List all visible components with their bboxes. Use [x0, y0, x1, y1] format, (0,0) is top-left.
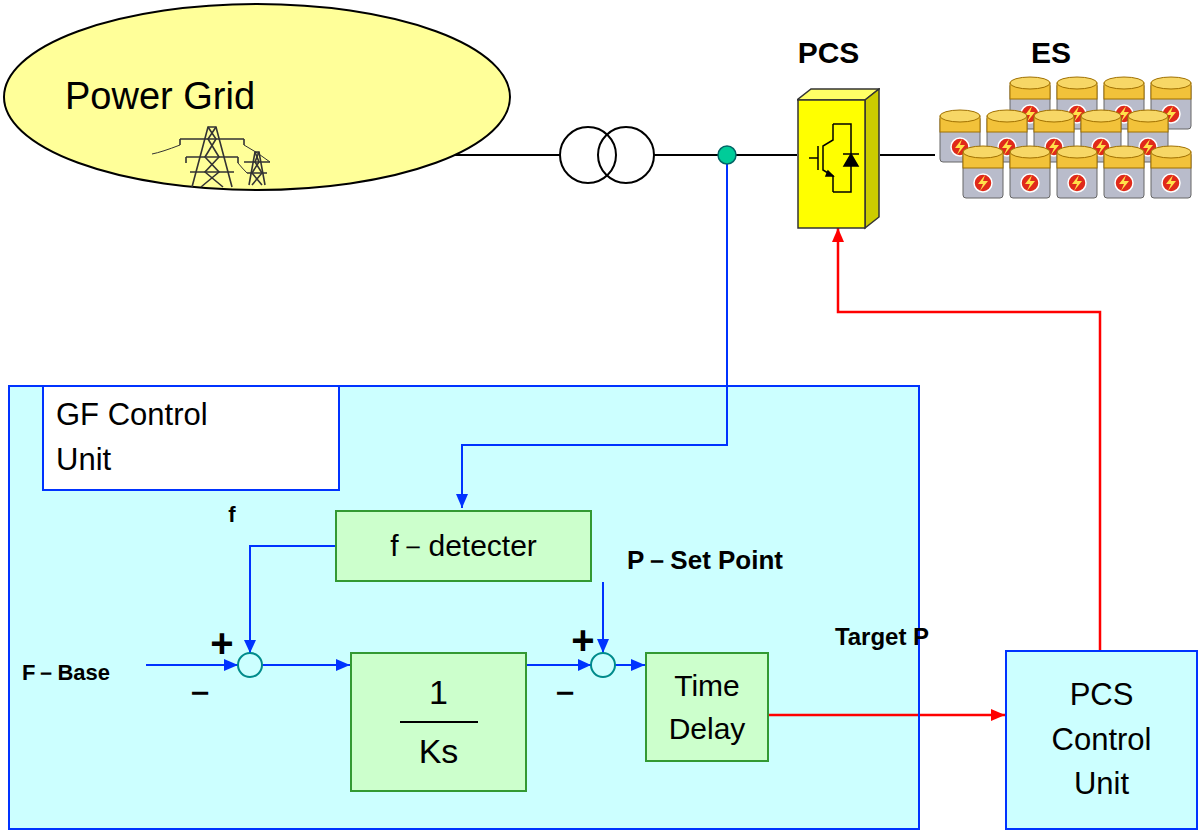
drawing-stroke [1010, 77, 1050, 89]
drawing-stroke [1072, 175, 1082, 191]
drawing-stroke [1010, 146, 1050, 158]
signal-name: P－Set Point [627, 543, 783, 578]
drawing-stroke [1021, 174, 1039, 192]
node-outline [797, 88, 880, 230]
measurement-wire [462, 164, 727, 508]
drawing-stroke [1128, 110, 1168, 122]
node-title: Power Grid [65, 75, 255, 118]
drawing-stroke [987, 110, 1027, 122]
drawing-stroke [974, 174, 992, 192]
detector-box: f－detecter [335, 510, 592, 582]
sign-mark: － [548, 669, 582, 715]
drawing-stroke [180, 139, 244, 172]
tower-icon [152, 127, 270, 187]
drawing-stroke [809, 146, 818, 170]
battery-cell [963, 146, 1003, 198]
drawing-stroke [252, 152, 262, 185]
battery-cell [1104, 146, 1144, 198]
drawing-stroke [1010, 152, 1050, 198]
drawing-stroke [1025, 175, 1035, 191]
drawing-stroke [826, 171, 833, 176]
setpoint-wire [602, 582, 604, 653]
drawing-stroke [244, 162, 270, 173]
box-label: PCS Control Unit [1037, 673, 1167, 808]
drawing-stroke [201, 127, 223, 187]
command-wire [769, 714, 1005, 717]
node-heading: PCS [777, 36, 880, 70]
gain-box: 1Ks [350, 652, 527, 792]
transformer-winding [598, 127, 654, 183]
drawing-stroke [1057, 146, 1097, 158]
drawing-stroke [1104, 146, 1144, 158]
power-line [880, 154, 935, 156]
fraction-term: 1 [429, 672, 448, 713]
command-wire [838, 228, 1100, 650]
fraction-term: Ks [419, 731, 459, 772]
node-heading: ES [1031, 36, 1071, 70]
drawing-stroke [1151, 152, 1191, 198]
drawing-stroke [1104, 77, 1144, 89]
group-title: GF Control Unit [56, 393, 246, 483]
drawing-stroke [1151, 77, 1191, 89]
arrow-head [244, 640, 256, 653]
drawing-stroke [1119, 175, 1129, 191]
drawing-stroke [152, 145, 270, 173]
drawing-stroke [1068, 174, 1086, 192]
drawing-stroke [180, 139, 244, 163]
box-front [798, 100, 865, 228]
converter-box: PCS [797, 88, 880, 230]
drawing-stroke [823, 124, 833, 192]
drawing-stroke [963, 152, 1003, 198]
drawing-stroke [963, 146, 1003, 158]
signal-name: f [228, 502, 235, 528]
drawing-stroke [1081, 110, 1121, 122]
drawing-stroke [1162, 174, 1180, 192]
igbt-symbol [809, 124, 859, 192]
box-label: Time Delay [657, 664, 757, 751]
drawing-stroke [1166, 175, 1176, 191]
battery-cell [1151, 146, 1191, 198]
drawing-stroke [1104, 152, 1144, 198]
transformer-winding [560, 127, 616, 183]
summing-junction [238, 653, 262, 677]
drawing-stroke [1057, 152, 1097, 198]
grid-outline [4, 4, 510, 190]
fraction-bar [400, 721, 478, 723]
drawing-stroke [843, 153, 859, 155]
sign-mark: + [571, 618, 594, 663]
control-unit-frame: GF Control Unit f－detecter 1Ks Time Delay [8, 385, 920, 830]
grid-ellipse: Power Grid [2, 2, 512, 192]
box-side [865, 89, 879, 228]
sign-mark: － [183, 669, 217, 715]
control-unit-ground [8, 385, 920, 830]
process-box: PCS Control Unit [1005, 650, 1198, 830]
drawing-stroke [1057, 77, 1097, 89]
signal-name: F－Base [22, 658, 110, 688]
edge-label: Target P [835, 623, 929, 651]
drawing-stroke [1151, 146, 1191, 158]
drawing-stroke [1115, 174, 1133, 192]
drawing-stroke [1034, 110, 1074, 122]
drawing-stroke [940, 110, 980, 122]
storage-bank: ES [935, 30, 1197, 205]
box-label: f－detecter [390, 524, 537, 568]
battery-cell [1010, 146, 1050, 198]
delay-box: Time Delay [645, 652, 769, 762]
sign-mark: + [210, 621, 233, 666]
measurement-point [718, 146, 736, 164]
transformer-fill [598, 127, 654, 183]
drawing-stroke [978, 175, 988, 191]
drawing-stroke [844, 154, 858, 166]
battery-cell [1057, 146, 1097, 198]
title-box: GF Control Unit [42, 385, 340, 491]
